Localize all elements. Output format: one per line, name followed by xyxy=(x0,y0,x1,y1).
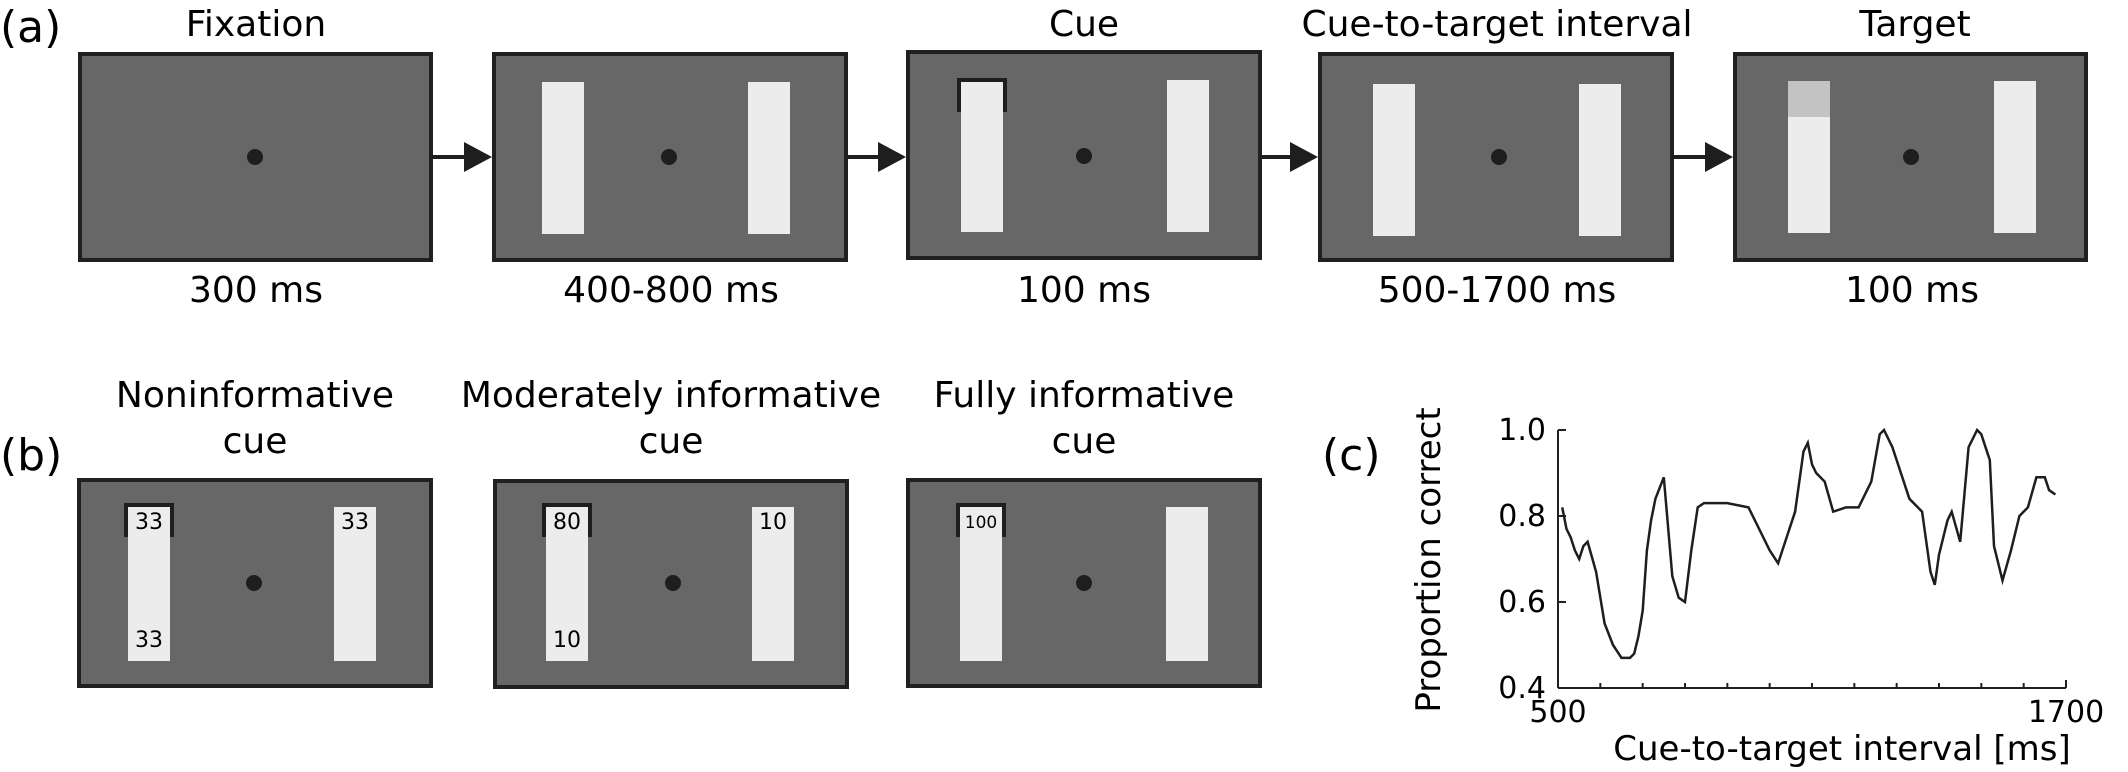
y-axis-label: Proportion correct xyxy=(1409,407,1449,712)
cue-bracket xyxy=(124,503,174,537)
left-bottom-probability: 33 xyxy=(135,628,163,653)
left-top-probability: 100 xyxy=(965,513,997,533)
right-top-probability: 10 xyxy=(759,510,787,535)
arrow-right-icon xyxy=(464,142,492,172)
sequence-arrow-4 xyxy=(1672,142,1733,172)
x-tick-label: 500 xyxy=(1529,695,1586,730)
right-placeholder xyxy=(752,507,794,661)
right-placeholder xyxy=(1167,80,1209,232)
panel-c-label: (c) xyxy=(1322,430,1381,481)
left-placeholder xyxy=(542,82,584,234)
left-top-probability: 33 xyxy=(135,510,163,535)
left-placeholder xyxy=(1373,84,1415,236)
condition-title-moderate: Moderately informative xyxy=(461,375,881,416)
fixation-dot xyxy=(1491,149,1507,165)
y-tick-label: 0.4 xyxy=(1498,671,1546,706)
x-tick-label: 1700 xyxy=(2028,695,2104,730)
sequence-arrow-1 xyxy=(431,142,492,172)
arrow-right-icon xyxy=(1290,142,1318,172)
left-placeholder xyxy=(546,507,588,661)
fixation-dot xyxy=(1903,149,1919,165)
right-placeholder xyxy=(334,507,376,661)
screen-interval xyxy=(1318,52,1674,262)
fixation-dot xyxy=(665,575,681,591)
fixation-dot xyxy=(1076,148,1092,164)
left-top-probability: 80 xyxy=(553,510,581,535)
panel-b-label: (b) xyxy=(0,430,62,481)
panel-a-label: (a) xyxy=(0,2,61,53)
duration-target: 100 ms xyxy=(1845,270,1979,311)
x-axis-label: Cue-to-target interval [ms] xyxy=(1613,729,2071,769)
screen-noninformative: 33 33 33 xyxy=(77,478,433,688)
y-tick-label: 1.0 xyxy=(1498,413,1546,448)
left-placeholder xyxy=(961,80,1003,232)
left-bottom-probability: 10 xyxy=(553,628,581,653)
cue-bracket xyxy=(957,78,1007,112)
y-tick-label: 0.8 xyxy=(1498,499,1546,534)
step-title-interval: Cue-to-target interval xyxy=(1301,4,1692,45)
target-patch xyxy=(1788,81,1830,117)
arrow-right-icon xyxy=(878,142,906,172)
sequence-arrow-2 xyxy=(846,142,906,172)
right-placeholder xyxy=(1579,84,1621,236)
duration-delay: 400-800 ms xyxy=(563,270,779,311)
left-placeholder xyxy=(128,507,170,661)
y-tick-label: 0.6 xyxy=(1498,585,1546,620)
condition-title-noninformative: Noninformative xyxy=(116,375,394,416)
cue-bracket xyxy=(956,503,1006,537)
left-placeholder xyxy=(960,507,1002,661)
step-title-fixation: Fixation xyxy=(186,4,326,45)
step-title-target: Target xyxy=(1858,4,1970,45)
screen-fixation xyxy=(78,52,433,262)
sequence-arrow-3 xyxy=(1260,142,1318,172)
x-ticks: 500 1700 xyxy=(1529,680,2104,730)
screen-moderate: 80 10 10 xyxy=(493,479,849,689)
screen-placeholders xyxy=(492,52,848,262)
proportion-correct-line xyxy=(1560,427,2057,660)
right-placeholder xyxy=(748,82,790,234)
duration-interval: 500-1700 ms xyxy=(1378,270,1617,311)
right-placeholder xyxy=(1994,81,2036,233)
screen-target xyxy=(1733,52,2088,262)
condition-subtitle-fully: cue xyxy=(1052,421,1117,462)
duration-cue: 100 ms xyxy=(1017,270,1151,311)
right-top-probability: 33 xyxy=(341,510,369,535)
fixation-dot xyxy=(1076,575,1092,591)
condition-title-fully: Fully informative xyxy=(934,375,1235,416)
screen-cue xyxy=(906,50,1262,260)
duration-fixation: 300 ms xyxy=(189,270,323,311)
fixation-dot xyxy=(661,149,677,165)
screen-fully: 100 xyxy=(906,478,1262,688)
arrow-right-icon xyxy=(1705,142,1733,172)
step-title-cue: Cue xyxy=(1049,4,1119,45)
fixation-dot xyxy=(246,575,262,591)
cue-bracket xyxy=(542,503,592,537)
y-ticks: 0.4 0.6 0.8 1.0 xyxy=(1498,413,1566,706)
condition-subtitle-noninformative: cue xyxy=(223,421,288,462)
right-placeholder xyxy=(1166,507,1208,661)
fixation-dot xyxy=(247,149,263,165)
condition-subtitle-moderate: cue xyxy=(639,421,704,462)
